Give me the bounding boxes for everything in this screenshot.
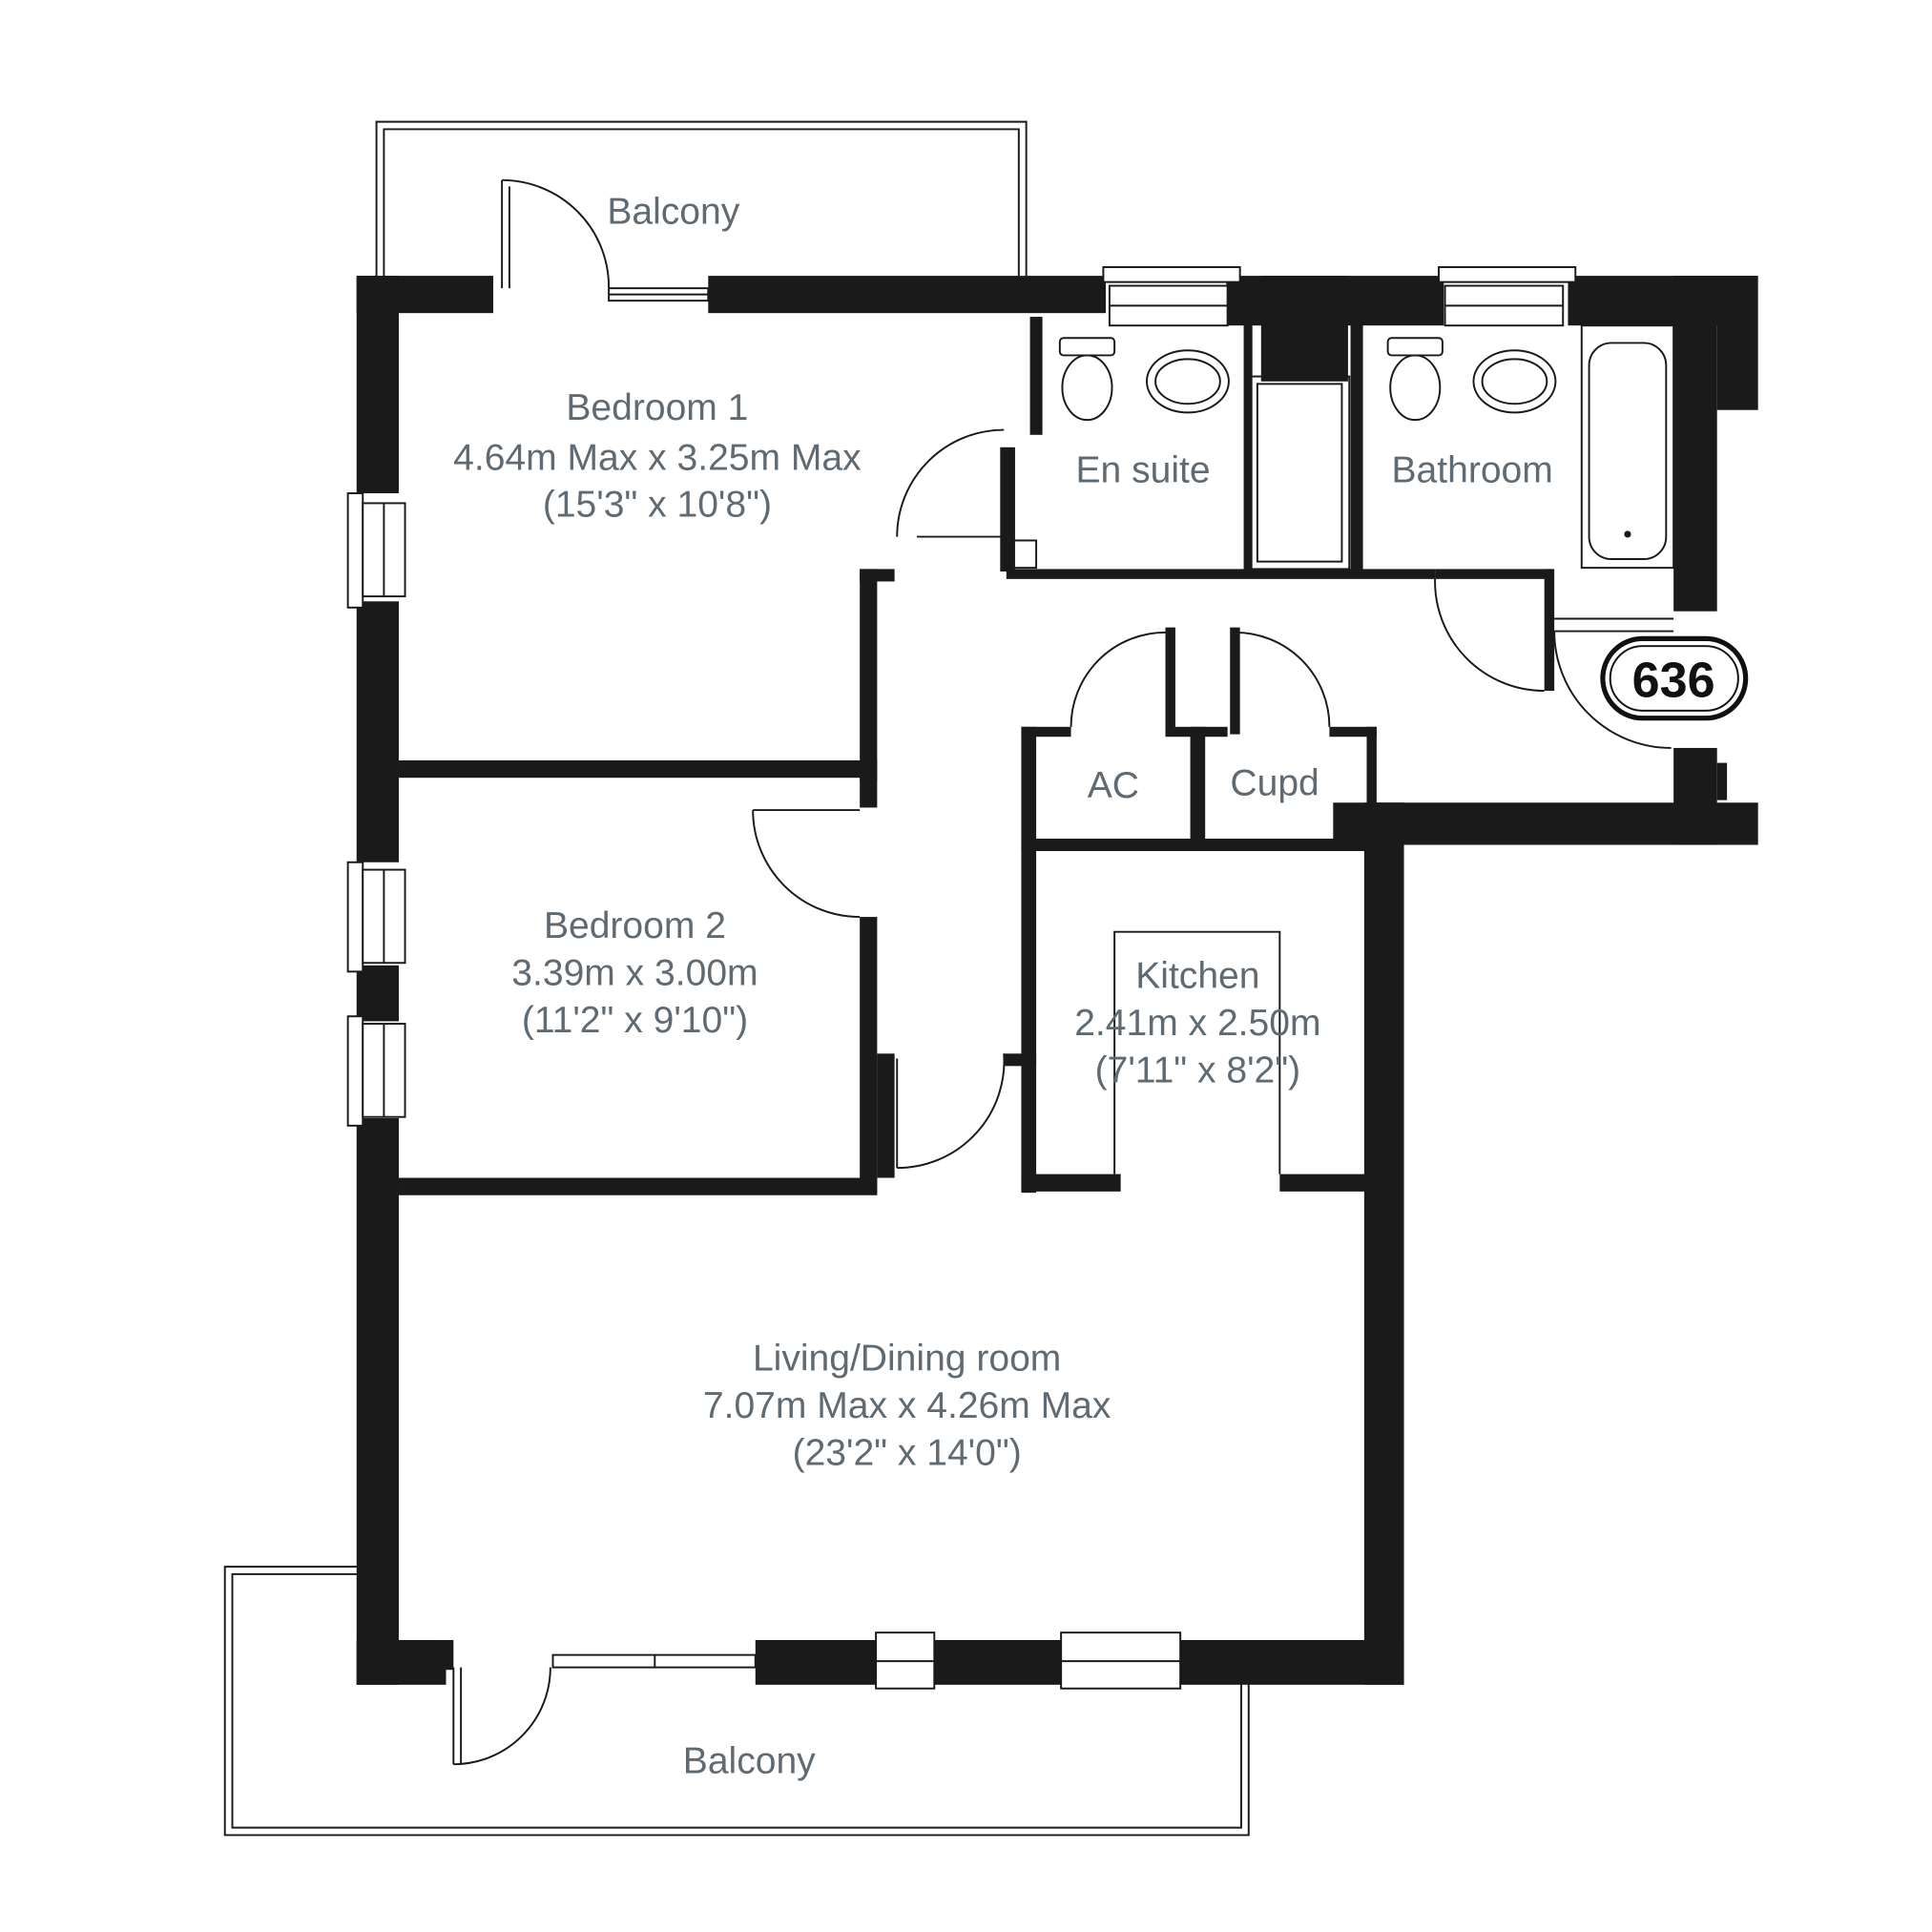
bedroom2-dims: 3.39m x 3.00m xyxy=(511,953,758,994)
toilet-icon xyxy=(1389,354,1442,422)
windows xyxy=(346,266,1577,1690)
living-dims: 7.07m Max x 4.26m Max xyxy=(703,1385,1111,1426)
unit-number-text: 636 xyxy=(1632,654,1715,709)
balcony-top-label: Balcony xyxy=(607,191,739,232)
basin-icon xyxy=(1146,349,1230,414)
kitchen-imperial: (7'11" x 8'2") xyxy=(1095,1049,1301,1091)
unit-number-badge: 636 xyxy=(1600,635,1749,721)
cupd-label: Cupd xyxy=(1230,762,1319,803)
balcony-bottom-label: Balcony xyxy=(683,1740,816,1781)
balcony-bottom-outline xyxy=(223,1566,1250,1837)
living-imperial: (23'2" x 14'0") xyxy=(793,1432,1022,1473)
room-labels: Balcony Bedroom 1 4.64m Max x 3.25m Max … xyxy=(453,191,1553,1781)
bathroom-label: Bathroom xyxy=(1392,449,1553,490)
bedroom1-imperial: (15'3" x 10'8") xyxy=(543,485,772,526)
sliding-doors xyxy=(551,287,757,1669)
en-suite-label: En suite xyxy=(1076,449,1211,490)
kitchen-dims: 2.41m x 2.50m xyxy=(1074,1003,1320,1044)
bath-icon xyxy=(1580,324,1675,570)
balcony-top-outline xyxy=(375,120,1028,277)
bedroom2-name: Bedroom 2 xyxy=(544,905,726,946)
ac-label: AC xyxy=(1088,765,1139,806)
interior-walls xyxy=(399,317,1555,1671)
door-swings xyxy=(452,178,1674,1766)
kitchen-name: Kitchen xyxy=(1135,955,1259,996)
shower-tray-icon xyxy=(1249,375,1351,571)
toilet-icon xyxy=(1061,354,1113,422)
living-name: Living/Dining room xyxy=(753,1338,1061,1379)
outer-walls xyxy=(356,276,1758,1685)
bedroom1-dims: 4.64m Max x 3.25m Max xyxy=(453,437,862,478)
bedroom2-imperial: (11'2" x 9'10") xyxy=(522,1000,748,1041)
bedroom1-name: Bedroom 1 xyxy=(566,387,748,428)
basin-icon xyxy=(1472,349,1557,414)
sanitary-fixtures xyxy=(1058,324,1675,571)
